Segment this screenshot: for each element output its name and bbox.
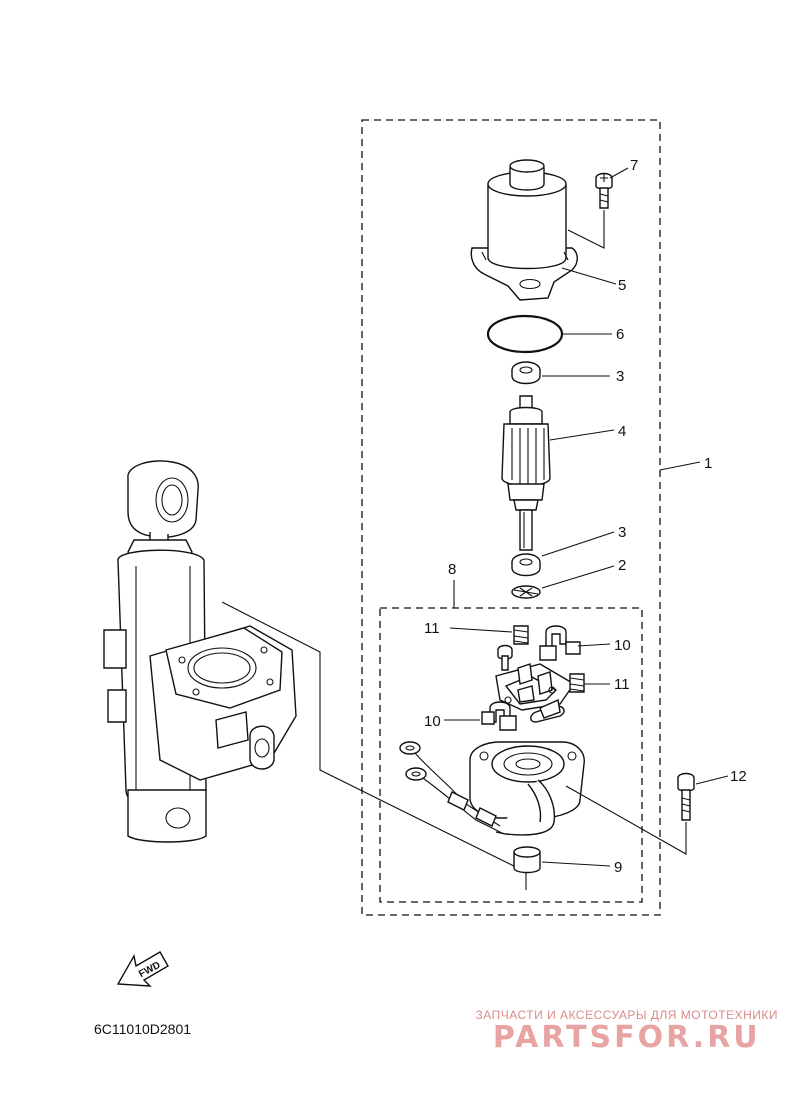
bearing-upper [511,361,541,385]
bearing-lower [511,553,541,577]
leader-12-to-cover [565,785,687,855]
leader-12 [695,775,729,785]
armature [501,395,551,551]
leader-7 [609,167,629,179]
thrust-washer [511,585,541,599]
callout-3-upper: 3 [616,368,624,385]
grommet [513,846,541,874]
through-bolt [677,772,695,821]
mount-leader-line [221,601,527,890]
watermark-brand: PARTSFOR.RU [492,1020,761,1055]
leader-7-to-yoke [567,210,605,249]
leader-10a [577,643,611,647]
leader-1 [659,461,701,471]
callout-10-lower: 10 [424,713,441,730]
tilt-cylinder-assembly [103,460,297,843]
brush-spring-lower [569,673,585,693]
callout-1: 1 [704,455,712,472]
callout-6: 6 [616,326,624,343]
callout-11-lower: 11 [614,676,630,693]
leader-5 [561,267,617,285]
callout-3-lower: 3 [618,524,626,541]
callout-12: 12 [730,768,747,785]
leader-3b [541,531,615,557]
callout-2: 2 [618,557,626,574]
fwd-arrow-icon: FWD [116,951,169,987]
callout-4: 4 [618,423,626,440]
callout-11-upper: 11 [424,620,440,637]
brush-spring-upper [513,625,529,645]
leader-4 [549,429,615,441]
callout-9: 9 [614,859,622,876]
drawing-code: 6C11010D2801 [94,1021,191,1037]
lead-wires [399,741,505,835]
callout-8: 8 [448,561,456,578]
brush-lower [481,701,517,731]
watermark: ЗАПЧАСТИ И АКСЕССУАРЫ ДЛЯ МОТОТЕХНИКИ PA… [476,1008,778,1054]
o-ring [486,314,564,354]
leader-9 [541,861,611,867]
callout-7: 7 [630,157,638,174]
screw-top [595,172,613,209]
callout-5: 5 [618,277,626,294]
leader-2 [541,565,615,589]
leader-11a [449,627,513,633]
brush-upper [539,625,581,661]
subassembly-outline-box [379,607,643,903]
end-cover [469,741,585,836]
brush-holder [495,663,576,723]
callout-10-upper: 10 [614,637,631,654]
watermark-tagline: ЗАПЧАСТИ И АКСЕССУАРЫ ДЛЯ МОТОТЕХНИКИ [475,1008,778,1022]
brush-screw [497,644,513,671]
assembly-outline-box [361,119,661,916]
motor-yoke [470,159,578,301]
